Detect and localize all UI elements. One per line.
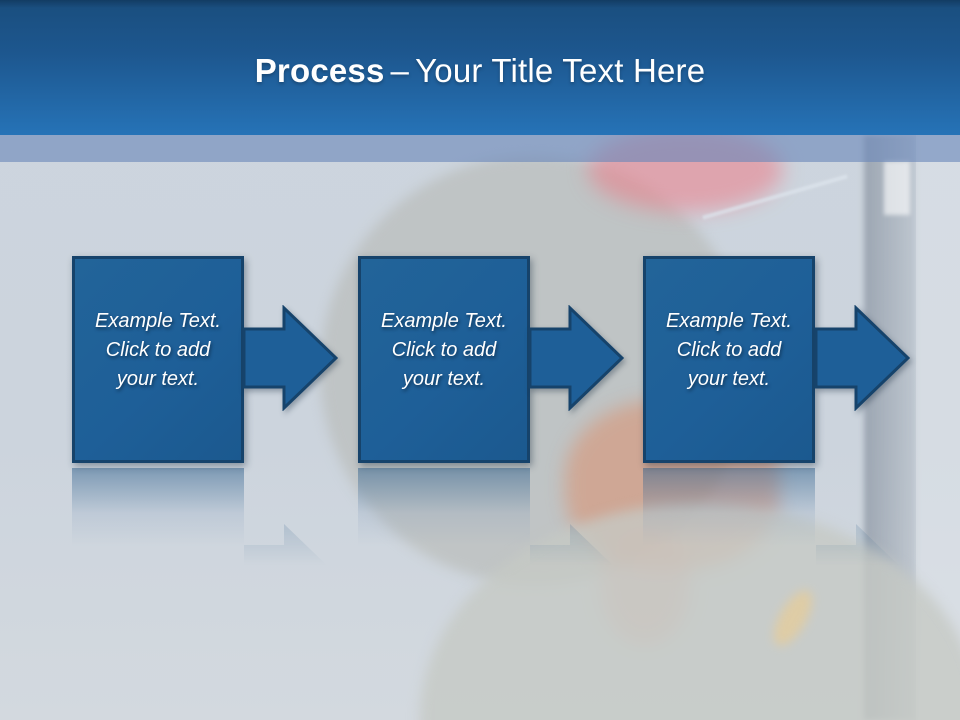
- slide-title[interactable]: Process–Your Title Text Here: [0, 52, 960, 90]
- white-highlight-streak: [884, 161, 910, 215]
- header-sub-band: [0, 135, 960, 162]
- step-3-line-3: your text.: [687, 368, 771, 390]
- arrow-2-reflection: [530, 524, 622, 624]
- step-2-placeholder-text[interactable]: Example Text. Click to add your text.: [381, 307, 507, 394]
- process-arrow-3-icon[interactable]: [814, 305, 910, 411]
- title-prefix: Process: [254, 52, 385, 89]
- step-box-3[interactable]: Example Text. Click to add your text.: [643, 256, 815, 463]
- step-box-2[interactable]: Example Text. Click to add your text.: [358, 256, 530, 463]
- step-3-placeholder-text[interactable]: Example Text. Click to add your text.: [666, 307, 792, 394]
- step-3-line-1: Example Text.: [666, 310, 792, 332]
- process-arrow-1-icon[interactable]: [242, 305, 338, 411]
- step-2-line-3: your text.: [402, 368, 486, 390]
- arrow-3-reflection: [816, 524, 908, 624]
- title-separator: –: [390, 52, 410, 89]
- step-3-line-2: Click to add: [676, 339, 782, 361]
- step-2-line-1: Example Text.: [381, 310, 507, 332]
- step-box-1[interactable]: Example Text. Click to add your text.: [72, 256, 244, 463]
- step-2-line-2: Click to add: [391, 339, 497, 361]
- process-arrow-2-icon[interactable]: [528, 305, 624, 411]
- step-3-reflection: [643, 468, 815, 550]
- step-1-placeholder-text[interactable]: Example Text. Click to add your text.: [95, 307, 221, 394]
- step-1-line-1: Example Text.: [95, 310, 221, 332]
- title-text: Your Title Text Here: [415, 52, 706, 89]
- slide-header: Process–Your Title Text Here: [0, 0, 960, 135]
- arrow-1-reflection: [244, 524, 336, 624]
- step-1-line-2: Click to add: [105, 339, 211, 361]
- step-1-reflection: [72, 468, 244, 550]
- step-2-reflection: [358, 468, 530, 550]
- step-1-line-3: your text.: [116, 368, 200, 390]
